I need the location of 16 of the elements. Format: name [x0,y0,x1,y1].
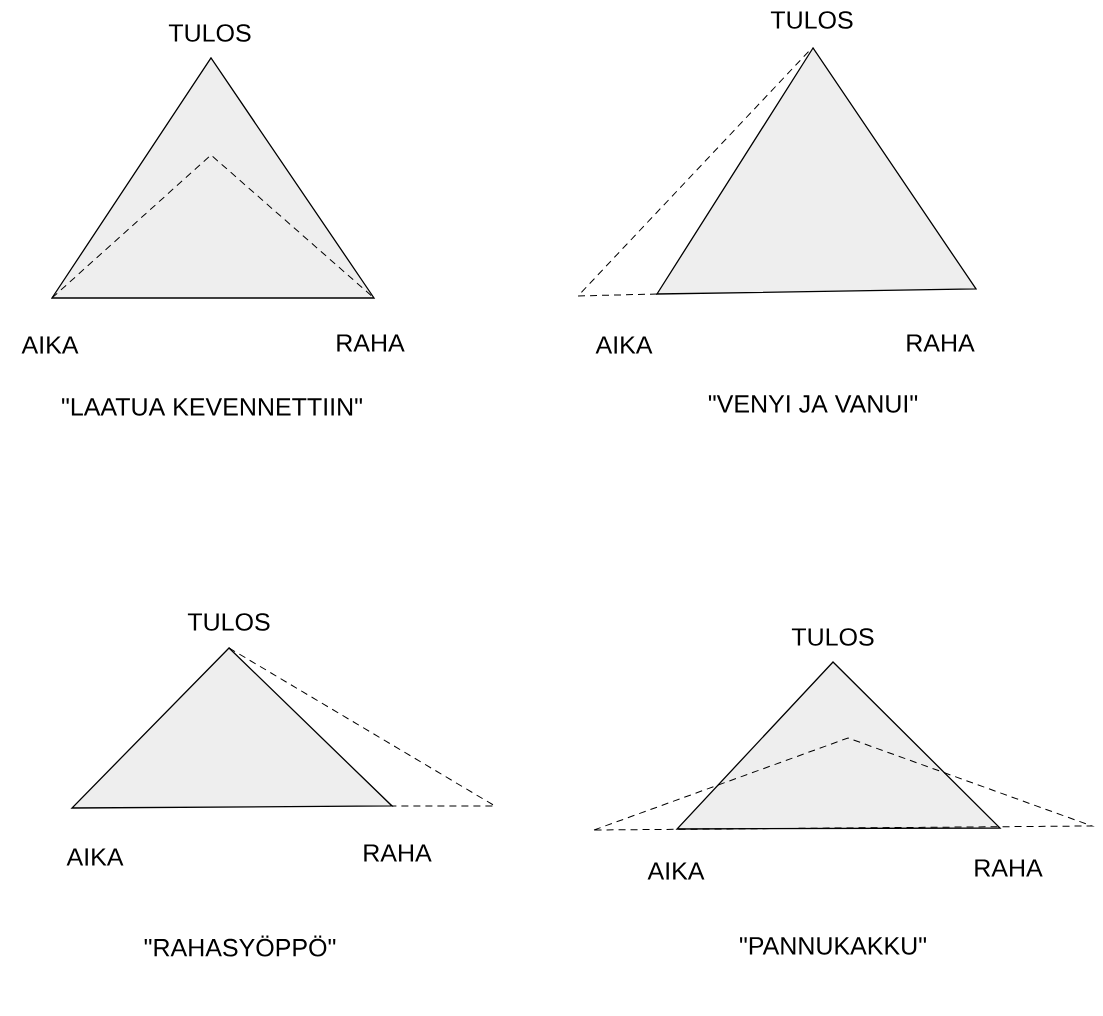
vertex-label: AIKA [595,336,653,354]
caption: "LAATUA KEVENNETTIIN" [62,398,362,416]
vertex-label: TULOS [770,11,853,29]
caption: "VENYI JA VANUI" [708,395,918,413]
vertex-label: AIKA [647,862,705,880]
vertex-label: RAHA [907,334,975,352]
vertex-label: TULOS [187,613,270,631]
vertex-label: AIKA [66,848,124,866]
vertex-label: AIKA [21,336,79,354]
vertex-label: RAHA [364,844,432,862]
vertex-label: TULOS [791,628,874,646]
caption: "PANNUKAKKU" [740,937,926,955]
vertex-label: RAHA [975,859,1043,877]
vertex-label: RAHA [337,334,405,352]
caption: "RAHASYÖPPÖ" [144,935,336,957]
vertex-label: TULOS [168,24,251,42]
